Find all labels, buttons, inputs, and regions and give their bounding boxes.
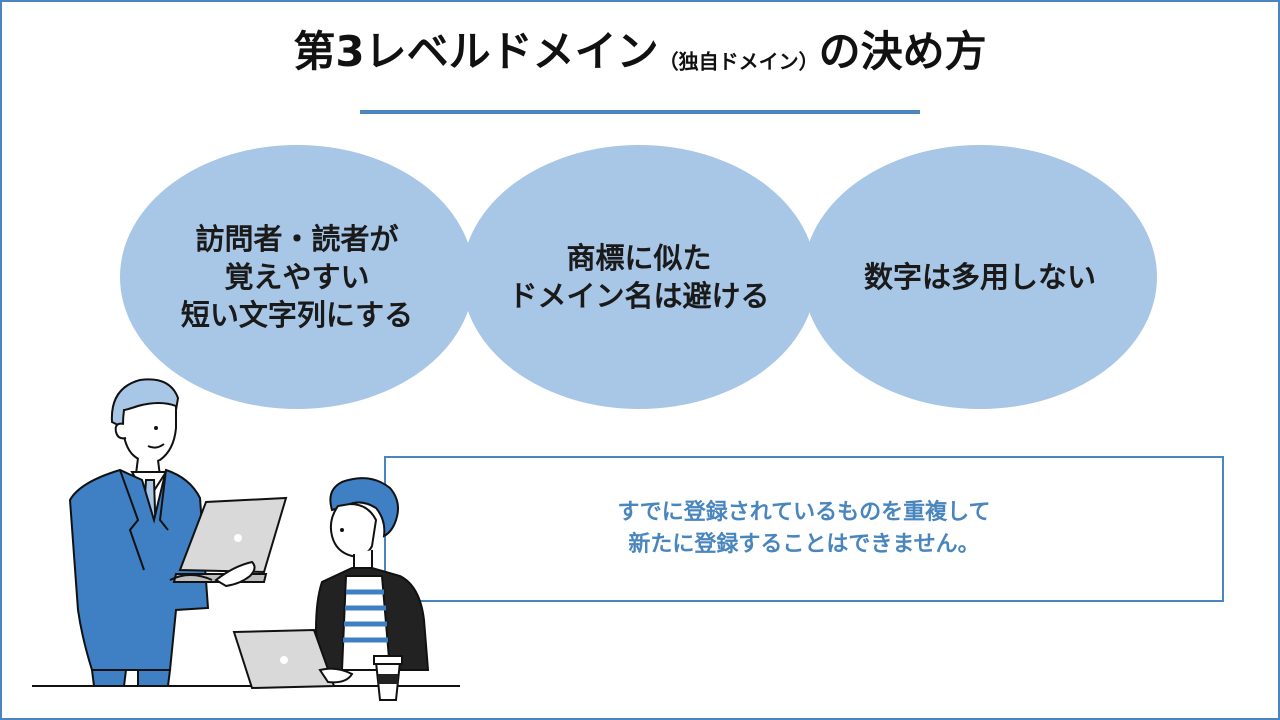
note-box: すでに登録されているものを重複して 新たに登録することはできません。 — [384, 456, 1224, 602]
business-people-illustration-icon — [32, 378, 460, 701]
tip-bubble-trademark: 商標に似た ドメイン名は避ける — [462, 145, 816, 409]
tip-text: 訪問者・読者が 覚えやすい 短い文字列にする — [181, 220, 413, 334]
tip-bubble-numbers: 数字は多用しない — [803, 145, 1157, 409]
title-underline — [360, 110, 920, 114]
tip-line: 数字は多用しない — [863, 260, 1096, 294]
title-sub: （独自ドメイン） — [658, 49, 819, 74]
tip-line: ドメイン名は避ける — [508, 279, 770, 313]
note-line: すでに登録されているものを重複して — [617, 500, 991, 525]
tip-line: 短い文字列にする — [180, 298, 414, 332]
title-tail: の決め方 — [818, 27, 987, 76]
page-title: 第3レベルドメイン（独自ドメイン）の決め方 — [0, 22, 1280, 92]
title-main: 第3レベルドメイン — [293, 27, 659, 76]
note-line: 新たに登録することはできません。 — [628, 532, 980, 557]
tip-bubble-memorable: 訪問者・読者が 覚えやすい 短い文字列にする — [120, 145, 474, 409]
tip-text: 数字は多用しない — [864, 258, 1096, 296]
note-text: すでに登録されているものを重複して 新たに登録することはできません。 — [618, 497, 991, 561]
tip-text: 商標に似た ドメイン名は避ける — [508, 239, 769, 315]
tip-line: 商標に似た — [566, 241, 712, 275]
tip-line: 覚えやすい — [224, 260, 370, 294]
tip-line: 訪問者・読者が — [195, 222, 399, 256]
